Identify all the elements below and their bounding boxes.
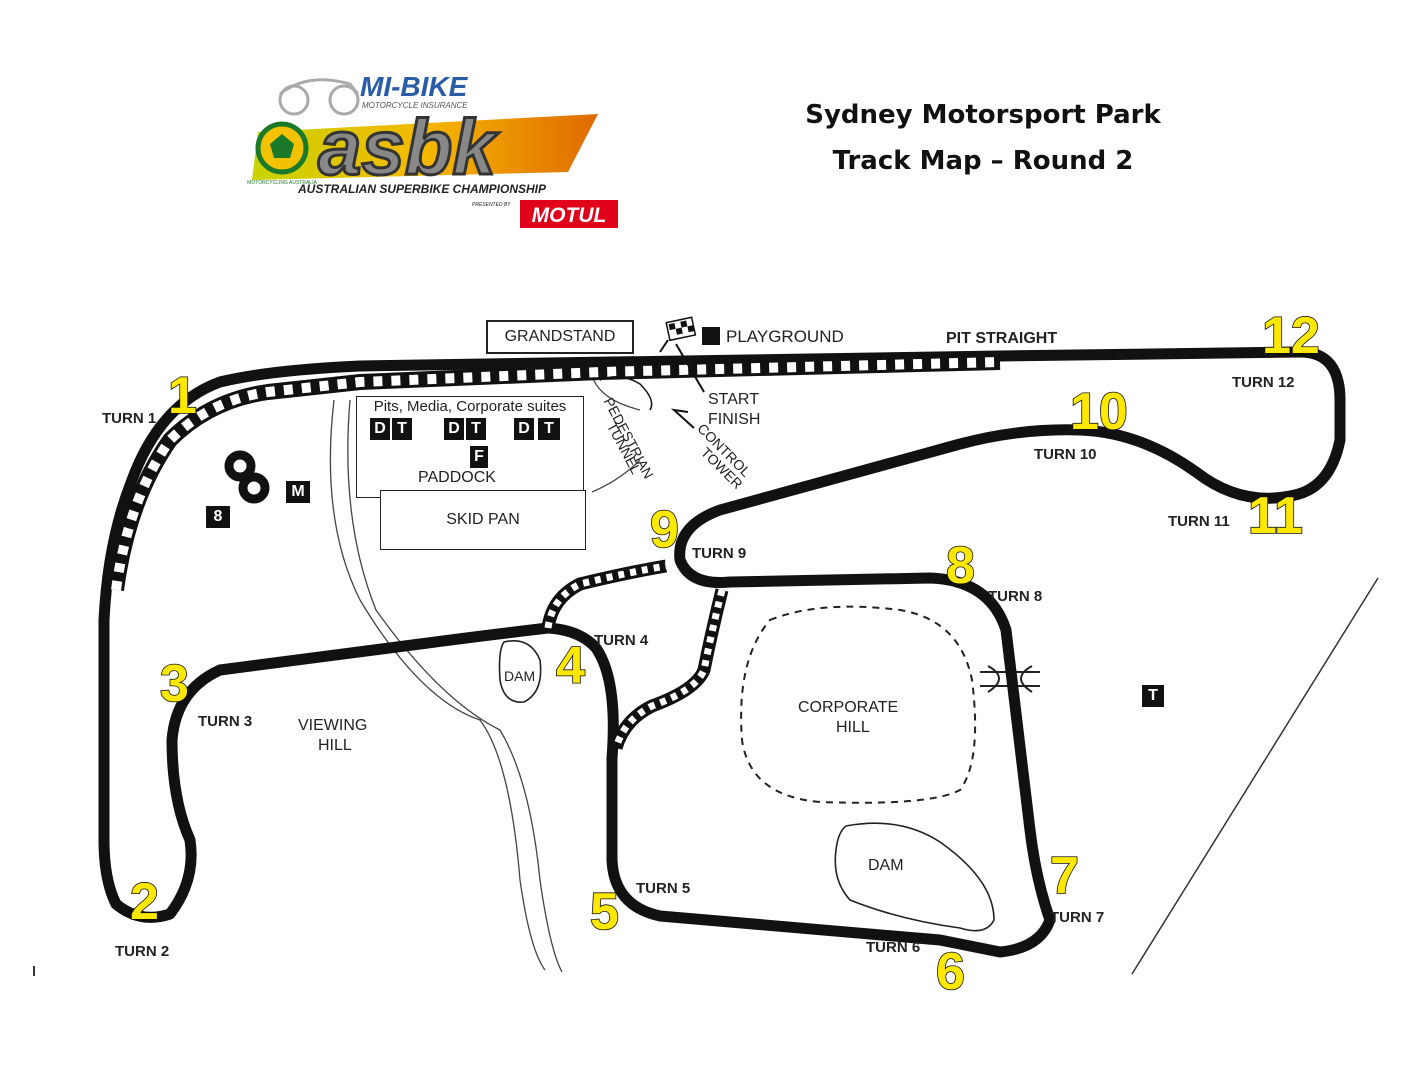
asbk-logo: MOTORCYCLING AUSTRALIA MI-BIKE MOTORCYCL… <box>238 62 660 236</box>
chequered-flag-icon <box>659 316 697 353</box>
turn-12-number: 12 <box>1261 307 1320 365</box>
f-badge: F <box>470 446 488 468</box>
skid-pan-label: SKID PAN <box>446 511 520 528</box>
motul-badge <box>520 200 618 228</box>
corporate-hill-label: HILL <box>836 719 870 736</box>
series-full-text: AUSTRALIAN SUPERBIKE CHAMPIONSHIP <box>297 182 547 196</box>
d-badge-3: D <box>514 418 534 440</box>
start-label: START <box>708 391 759 408</box>
turn-1-number: 1 <box>167 367 198 425</box>
pit-straight-label: PIT STRAIGHT <box>946 330 1058 347</box>
dam-small-outline <box>498 640 542 703</box>
dam-large-label: DAM <box>868 857 904 874</box>
pit-lane <box>108 354 1001 592</box>
ma-text: MOTORCYCLING AUSTRALIA <box>247 180 317 186</box>
title-line-1: Sydney Motorsport Park <box>805 100 1161 130</box>
presented-by-text: PRESENTED BY <box>472 202 511 208</box>
turn-9-number: 9 <box>649 501 680 559</box>
turn-11-number: 11 <box>1247 487 1304 545</box>
turn-7-number: 7 <box>1049 847 1080 905</box>
control-tower-arrow-icon <box>670 408 695 429</box>
start-finish-pointer <box>675 343 705 393</box>
paddock-label: PADDOCK <box>418 469 496 486</box>
turn-10-label: TURN 10 <box>1034 446 1097 463</box>
turn-2-number: 2 <box>129 873 160 931</box>
turn-5-number: 5 <box>589 883 620 941</box>
title-line-2: Track Map – Round 2 <box>832 146 1134 176</box>
logo-swoosh <box>252 114 598 180</box>
t-badge-1: T <box>392 418 412 440</box>
turn-4-label: TURN 4 <box>594 632 649 649</box>
playground-label: PLAYGROUND <box>726 327 844 346</box>
boundary-line <box>1131 577 1379 975</box>
d-badge-2: D <box>444 418 464 440</box>
turn-6-label: TURN 6 <box>866 939 921 956</box>
dam-small-label: DAM <box>504 668 536 684</box>
turn-3-label: TURN 3 <box>198 713 253 730</box>
asbk-logo-graphic: MOTORCYCLING AUSTRALIA MI-BIKE MOTORCYCL… <box>247 71 618 228</box>
grandstand-label: GRANDSTAND <box>504 328 616 345</box>
turn-6-number: 6 <box>935 943 966 1001</box>
corporate-hill-outline <box>740 605 977 804</box>
turn-3-number: 3 <box>159 655 190 713</box>
d-badge-1: D <box>370 418 390 440</box>
turn-2-label: TURN 2 <box>115 943 170 960</box>
t-badge-2: T <box>466 418 486 440</box>
turn-5-label: TURN 5 <box>636 880 691 897</box>
sponsor-text: MOTUL <box>532 204 607 227</box>
turn-12-label: TURN 12 <box>1232 374 1295 391</box>
turn-1-label: TURN 1 <box>102 410 157 427</box>
turn-4-number: 4 <box>555 637 586 695</box>
m-badge: M <box>286 481 310 503</box>
series-text: asbk <box>318 103 499 191</box>
turn-8-label: TURN 8 <box>988 588 1043 605</box>
access-roads <box>329 375 641 973</box>
track-main-circuit <box>98 346 1346 958</box>
t-badge-3: T <box>538 418 560 440</box>
playground-square-icon <box>702 327 720 345</box>
turn-10-number: 10 <box>1069 383 1128 441</box>
viewing-hill-label: HILL <box>318 737 352 754</box>
corporate-label: CORPORATE <box>798 699 899 716</box>
brand-text: MI-BIKE <box>360 71 469 102</box>
motorbike-icon <box>278 78 360 116</box>
brand-sub-text: MOTORCYCLE INSURANCE <box>362 101 468 110</box>
turn-9-label: TURN 9 <box>692 545 747 562</box>
viewing-label: VIEWING <box>298 717 368 734</box>
track-connectors <box>541 559 729 751</box>
turn-8-number: 8 <box>945 537 976 595</box>
eight-badge: 8 <box>206 506 230 528</box>
turn-7-label: TURN 7 <box>1050 909 1105 926</box>
figure-eight-icon <box>224 450 270 504</box>
dam-large-outline <box>834 822 995 932</box>
skid-pan-box: SKID PAN <box>380 490 586 550</box>
page-title: Sydney Motorsport Park Track Map – Round… <box>760 92 1206 184</box>
t-marker-badge: T <box>1142 685 1164 707</box>
grandstand-box: GRANDSTAND <box>486 320 634 354</box>
turn-11-label: TURN 11 <box>1168 513 1230 530</box>
finish-label: FINISH <box>708 411 761 428</box>
pits-label: Pits, Media, Corporate suites <box>373 398 567 415</box>
